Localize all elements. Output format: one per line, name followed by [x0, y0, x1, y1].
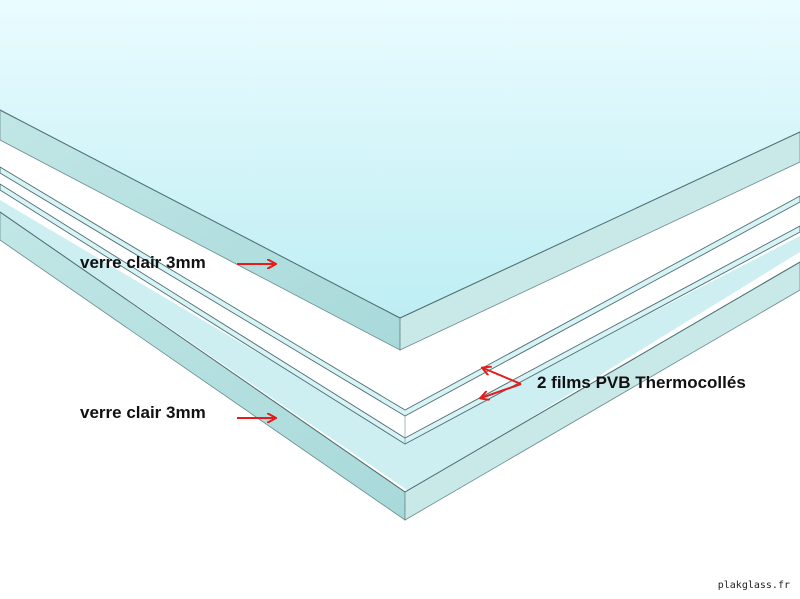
top-glass-sheet: [0, 0, 800, 351]
annotation-arrows: [237, 264, 522, 418]
top-glass-label: verre clair 3mm: [80, 253, 206, 272]
pvb-arrow-lower: [481, 383, 522, 398]
site-watermark: plakglass.fr: [717, 580, 790, 591]
pvb-films-label: 2 films PVB Thermocollés: [537, 373, 746, 392]
bottom-glass-sheet: [0, 200, 800, 521]
top-glass-top-face: [0, 0, 800, 318]
pvb-film-layers: [0, 166, 800, 445]
bottom-glass-top-face: [0, 200, 800, 492]
bottom-glass-label: verre clair 3mm: [80, 403, 206, 422]
pvb-film-upper: [0, 166, 800, 417]
pvb-arrow-upper: [483, 368, 522, 385]
